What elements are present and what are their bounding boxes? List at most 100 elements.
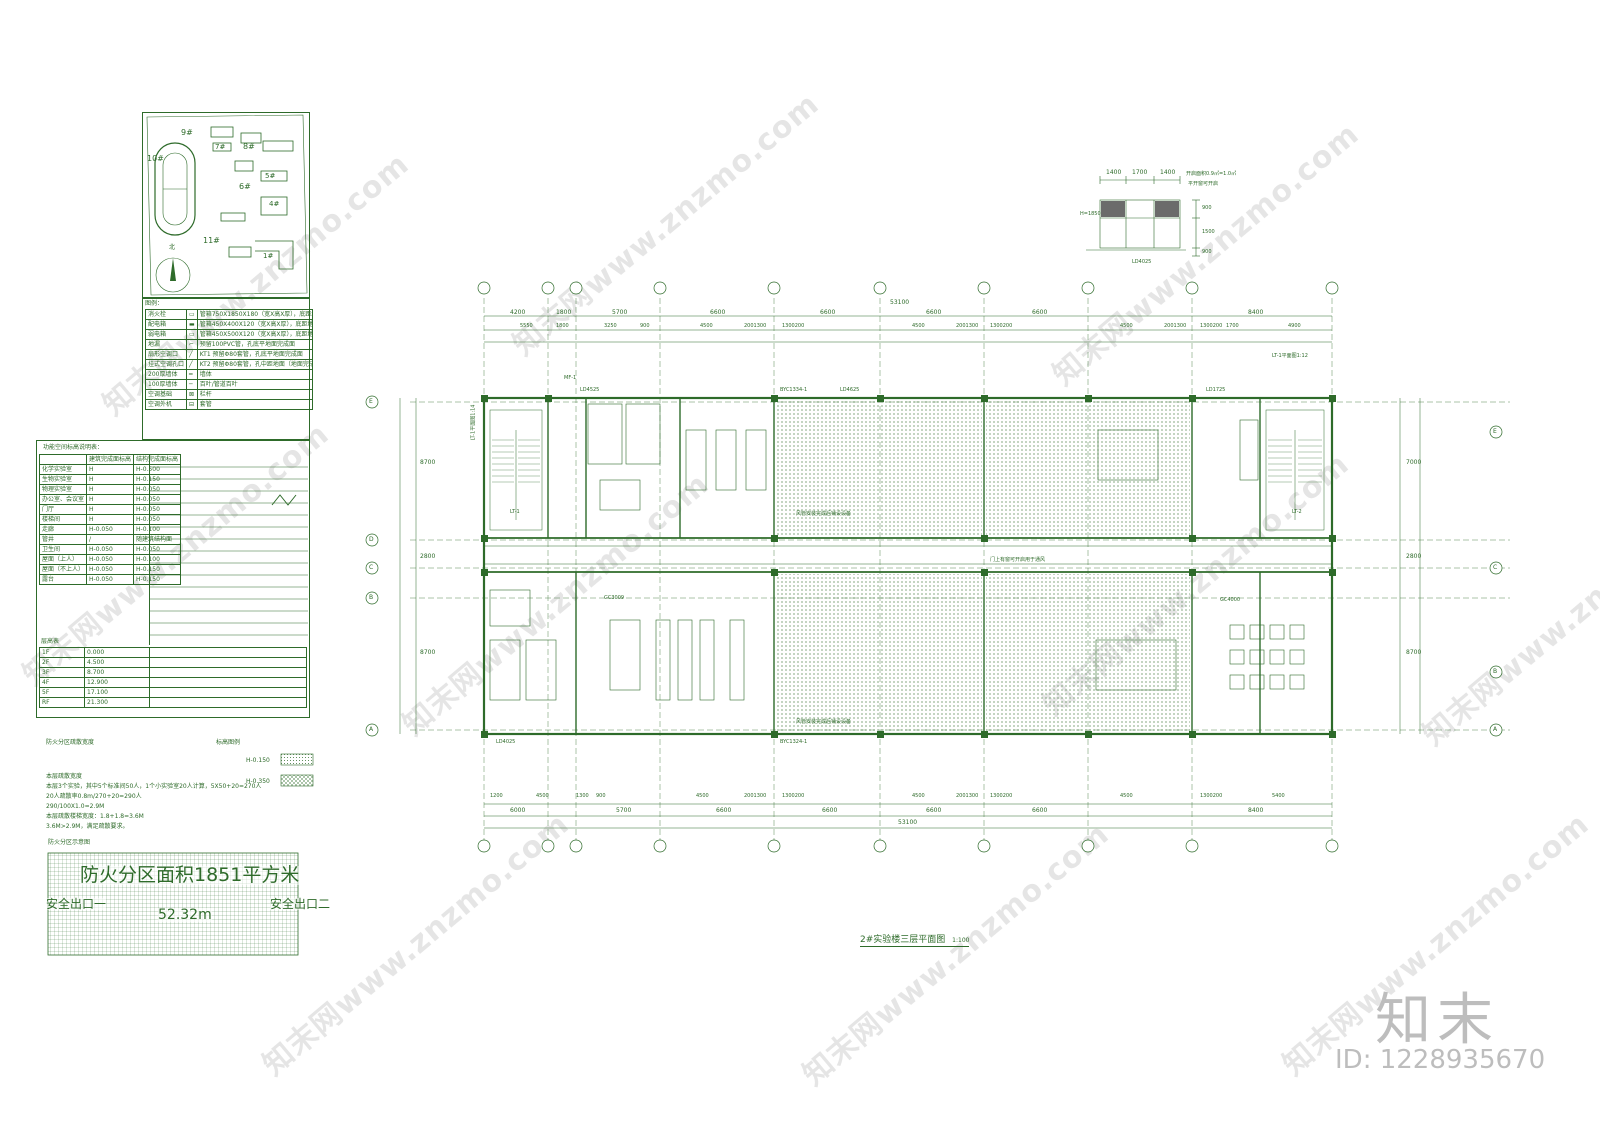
levels-cell: H bbox=[86, 464, 135, 475]
top-dim-2: 2001300 bbox=[1164, 323, 1187, 329]
levels-cell: / bbox=[86, 534, 135, 545]
levels-header: 建筑完成面标高 bbox=[86, 454, 135, 465]
bottom-dim: 1300200 bbox=[1200, 793, 1223, 799]
legend-row: 弱电箱▭管箱450X500X120（宽X高X厚），底距地面1800mm bbox=[144, 329, 313, 340]
stair-label: LT-1 bbox=[510, 509, 520, 515]
top-dim-2: 2001300 bbox=[956, 323, 979, 329]
legend-desc: 百叶/管道百叶 bbox=[196, 379, 313, 390]
window-tag: LD4525 bbox=[580, 387, 600, 393]
legend-name: 空调外机 bbox=[144, 399, 188, 410]
window-dim: 1400 bbox=[1160, 169, 1176, 176]
bottom-dim-2: 5700 bbox=[616, 807, 632, 814]
site-plan: 9# 10# 8# 7# 6# 5# 4# 11# 1# 北 bbox=[142, 112, 310, 298]
room-note: 门上有窗可开启用于通风 bbox=[990, 557, 1046, 563]
legend-row: 配电箱▬管箱450X400X120（宽X高X厚），底距地面1800mm bbox=[144, 319, 313, 330]
floor-elev: 4.500 bbox=[84, 657, 150, 668]
levels-cell: 办公室、会议室 bbox=[38, 494, 88, 505]
zone-width: 52.32m bbox=[158, 907, 212, 923]
legend-row: 空调外机⊟套管 bbox=[144, 399, 313, 410]
top-dim-2: 2001300 bbox=[744, 323, 767, 329]
zone-diagram-label: 防火分区示意图 bbox=[48, 839, 91, 846]
bottom-dim: 5400 bbox=[1272, 793, 1285, 799]
hatch-swatches bbox=[280, 753, 314, 787]
top-dim: 5700 bbox=[612, 309, 628, 316]
window-side-dim: 900 bbox=[1202, 249, 1212, 255]
stair-title: LT-1平面图1:12 bbox=[1272, 353, 1308, 359]
building-label: 7# bbox=[215, 143, 226, 151]
top-dim: 8400 bbox=[1248, 309, 1264, 316]
top-dim-2: 5550 bbox=[520, 323, 533, 329]
exit-left: 安全出口一 bbox=[46, 897, 107, 911]
window-detail-drawing bbox=[1086, 176, 1200, 257]
levels-cell: H bbox=[86, 484, 135, 495]
room-note: 风管安装完成后铺设设备 bbox=[796, 719, 852, 725]
legend-row: 挂式空调孔口╱KT2 预留Φ80套管，孔中距地面（地面完成面）200mm bbox=[144, 359, 313, 370]
window-tag: LD1725 bbox=[1206, 387, 1226, 393]
hatch-1-label: H-0.150 bbox=[246, 757, 270, 764]
bottom-dim: 1200 bbox=[490, 793, 503, 799]
bottom-dim: 1300 bbox=[576, 793, 589, 799]
bottom-dim: 1300200 bbox=[782, 793, 805, 799]
levels-cell: 走廊 bbox=[38, 524, 88, 535]
notes-line: 本层3个实验，其中5个标准间50人，1个小实验室20人计算，5X50+20=27… bbox=[46, 783, 262, 790]
legend-row: 消火栓▭管箱750X1850X180（宽X高X厚），底距地面800mm bbox=[144, 309, 313, 320]
top-dim: 4200 bbox=[510, 309, 526, 316]
window-tag: LD4025 bbox=[1132, 259, 1152, 265]
bottom-dim: 2001300 bbox=[956, 793, 979, 799]
bottom-dim: 4500 bbox=[536, 793, 549, 799]
site-plan-drawing bbox=[146, 114, 308, 296]
window-dim: 1400 bbox=[1106, 169, 1122, 176]
window-tag: BYC1324-1 bbox=[780, 739, 808, 745]
levels-cell: H-0.050 bbox=[86, 564, 135, 575]
levels-title: 功能空间标高说明表： bbox=[43, 444, 104, 451]
bottom-dim-2: 8400 bbox=[1248, 807, 1264, 814]
exit-right: 安全出口二 bbox=[270, 897, 331, 911]
top-dim-2: 900 bbox=[640, 323, 650, 329]
bottom-dim-2: 6000 bbox=[510, 807, 526, 814]
bottom-dim: 1300200 bbox=[990, 793, 1013, 799]
hatch-2-label: H-0.350 bbox=[246, 778, 270, 785]
building-label: 9# bbox=[181, 128, 193, 137]
legend-name: 扇形空调口 bbox=[144, 349, 188, 360]
room-note: 风管安装完成后铺设设备 bbox=[796, 511, 852, 517]
notes-lines bbox=[150, 466, 308, 636]
top-dim: 6600 bbox=[710, 309, 726, 316]
north-label: 北 bbox=[169, 244, 176, 251]
legend-name: 100厚墙体 bbox=[144, 379, 188, 390]
window-tag: LD4625 bbox=[840, 387, 860, 393]
top-total-dim: 53100 bbox=[890, 299, 910, 306]
floor-name: 5F bbox=[39, 687, 85, 698]
floor-name: 1F bbox=[39, 647, 85, 658]
floor-name: RF bbox=[39, 697, 85, 708]
legend-desc: 管箱750X1850X180（宽X高X厚），底距地面800mm bbox=[196, 309, 313, 320]
building-label: 6# bbox=[239, 182, 251, 191]
levels-cell: 物理实验室 bbox=[38, 484, 88, 495]
levels-cell: H bbox=[86, 514, 135, 525]
window-tag: GC4000 bbox=[1220, 597, 1241, 603]
legend-name: 地漏 bbox=[144, 339, 188, 350]
top-dim-2: 4500 bbox=[912, 323, 925, 329]
notes-line: 20人疏散率0.8m/270+20=290人 bbox=[46, 793, 142, 800]
legend-row: 地漏⌐预留100PVC管，孔底平地面完成面 bbox=[144, 339, 313, 350]
levels-cell: 屋面（不上人） bbox=[38, 564, 88, 575]
legend-desc: KT1 预留Φ80套管，孔底平地面完成面 bbox=[196, 349, 313, 360]
window-dim: 1700 bbox=[1132, 169, 1148, 176]
bottom-dim-2: 6600 bbox=[822, 807, 838, 814]
legend-row: 空调基础⊠栏杆 bbox=[144, 389, 313, 400]
fire-notes: 防火分区疏散宽度 标高图例 H-0.150 H-0.350 本层疏散宽度 本层3… bbox=[46, 738, 331, 968]
top-dim-2: 4500 bbox=[1120, 323, 1133, 329]
legend-desc: 套管 bbox=[196, 399, 313, 410]
levels-cell: H-0.050 bbox=[86, 544, 135, 555]
zone-title: 防火分区面积1851平方米 bbox=[80, 864, 300, 886]
building-label: 11# bbox=[203, 236, 220, 245]
levels-header bbox=[38, 454, 88, 465]
levels-cell: 卫生间 bbox=[38, 544, 88, 555]
top-dim: 1800 bbox=[556, 309, 572, 316]
fire-notes-title: 防火分区疏散宽度 bbox=[46, 739, 95, 746]
